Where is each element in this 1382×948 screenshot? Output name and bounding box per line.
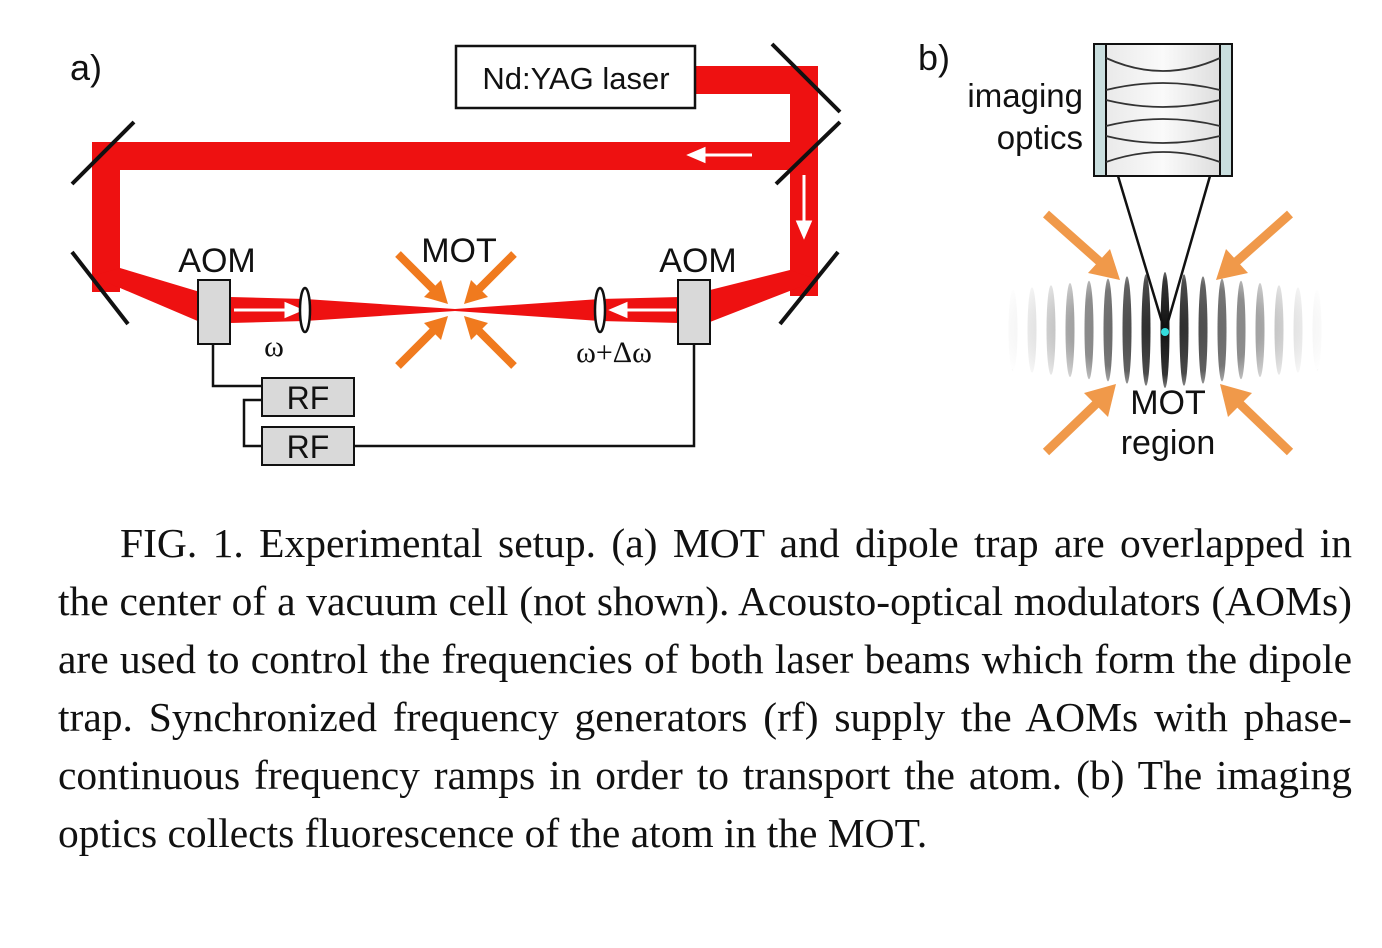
omega-right-label: ω+Δω (576, 336, 652, 369)
beam-segment-right-diag (710, 270, 818, 322)
omega-left-label: ω (264, 330, 284, 363)
lens-left (298, 286, 312, 334)
rf-generator-top (261, 377, 355, 417)
beam-segment-left-vertical (92, 142, 120, 292)
mirror-bottom-right (778, 250, 840, 326)
laser-box (454, 44, 697, 110)
mirrors (70, 42, 842, 326)
panel-b-label: b) (918, 37, 950, 78)
laser-label: Nd:YAG laser (482, 61, 669, 96)
aom-right-label: AOM (659, 242, 736, 280)
aom-right (677, 279, 711, 345)
imaging-objective (1093, 43, 1233, 177)
mot-region-line1: MOT (1130, 384, 1206, 422)
rf-top-label: RF (287, 380, 330, 416)
rf-bottom-label: RF (287, 429, 330, 465)
aom-left (197, 279, 231, 345)
mot-region-line2: region (1121, 424, 1216, 462)
mirror-bottom-left (70, 250, 130, 326)
rf-wiring (211, 344, 696, 448)
aom-left-label: AOM (178, 242, 255, 280)
panel-b-mot-beams (1042, 210, 1294, 456)
figure-caption: FIG. 1. Experimental setup. (a) MOT and … (58, 520, 1352, 856)
collection-cone (1116, 175, 1212, 333)
mirror-top-left (70, 120, 136, 186)
rf-generator-bottom (261, 426, 355, 466)
experimental-setup-figure: a) (70, 37, 1340, 466)
lens-right (593, 286, 607, 334)
beam-direction-arrows (234, 146, 813, 319)
beam-segment-left-diag (92, 268, 200, 322)
mot-label: MOT (421, 232, 497, 270)
mirror-top-right (770, 42, 842, 114)
imaging-optics-line2: optics (997, 119, 1083, 156)
panel-a-label: a) (70, 47, 102, 88)
atom (1161, 328, 1169, 336)
mot-beams (395, 251, 517, 369)
imaging-optics-line1: imaging (967, 77, 1083, 114)
panel-b: b) imaging optics (918, 37, 1340, 462)
mirror-mid-right (774, 120, 842, 186)
panel-a: a) (70, 42, 842, 466)
